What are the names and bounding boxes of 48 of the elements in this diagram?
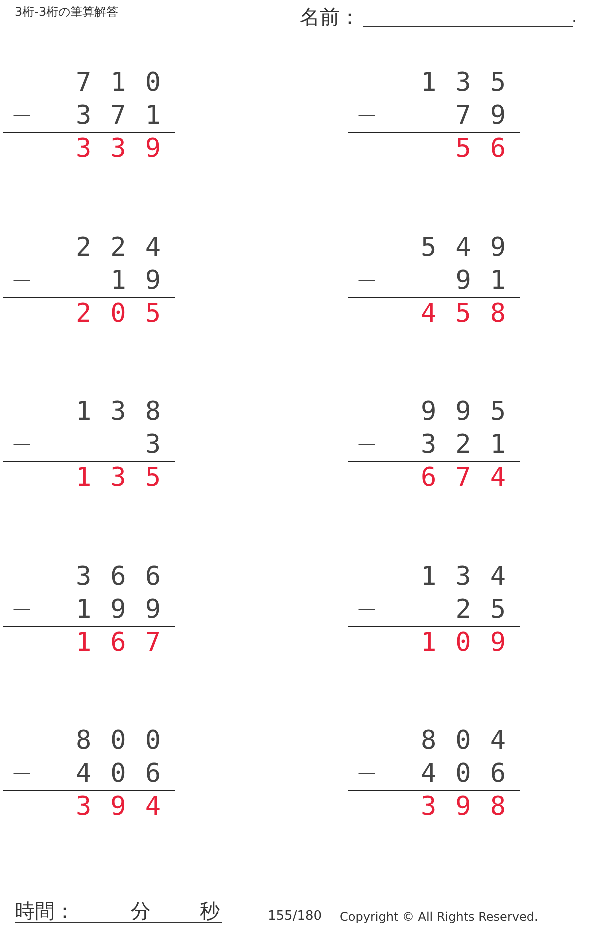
- minus-sign: −: [11, 761, 33, 787]
- answer: 674: [421, 465, 525, 491]
- subtrahend: 79: [456, 103, 525, 129]
- answer: 339: [76, 136, 180, 162]
- answer: 135: [76, 465, 180, 491]
- minuend: 804: [421, 728, 525, 754]
- name-label: 名前：: [300, 7, 360, 27]
- minuend: 800: [76, 728, 180, 754]
- answer: 205: [76, 300, 180, 326]
- subtrahend: 406: [76, 761, 180, 787]
- minus-sign: −: [356, 432, 378, 458]
- minus-sign: −: [11, 103, 33, 129]
- answer: 398: [421, 794, 525, 820]
- subtrahend: 91: [456, 268, 525, 294]
- minus-sign: −: [11, 596, 33, 622]
- minuend: 995: [421, 399, 525, 425]
- subtrahend: 25: [456, 596, 525, 622]
- subtrahend: 321: [421, 432, 525, 458]
- answer: 394: [76, 794, 180, 820]
- subtrahend: 19: [110, 268, 180, 294]
- minuend: 224: [76, 234, 180, 260]
- seconds-label: 秒: [200, 901, 220, 921]
- subtrahend: 199: [76, 596, 180, 622]
- minus-sign: −: [356, 103, 378, 129]
- minuend: 549: [421, 234, 525, 260]
- minuend: 138: [76, 399, 180, 425]
- time-label: 時間：: [15, 901, 75, 921]
- minus-sign: −: [11, 432, 33, 458]
- copyright-notice: Copyright © All Rights Reserved.: [340, 911, 538, 923]
- answer: 167: [76, 630, 180, 656]
- answer: 56: [456, 136, 525, 162]
- minuend: 710: [76, 70, 180, 96]
- period: .: [572, 9, 578, 25]
- minuend: 135: [421, 70, 525, 96]
- minus-sign: −: [356, 596, 378, 622]
- page-number: 155/180: [268, 910, 322, 923]
- answer: 109: [421, 630, 525, 656]
- minutes-label: 分: [131, 901, 151, 921]
- minuend: 134: [421, 564, 525, 590]
- subtrahend: 406: [421, 761, 525, 787]
- subtrahend: 3: [145, 432, 180, 458]
- minus-sign: −: [356, 761, 378, 787]
- minus-sign: −: [356, 268, 378, 294]
- subtrahend: 371: [76, 103, 180, 129]
- answer: 458: [421, 300, 525, 326]
- worksheet-title: 3桁-3桁の筆算解答: [15, 6, 119, 18]
- minus-sign: −: [11, 268, 33, 294]
- minuend: 366: [76, 564, 180, 590]
